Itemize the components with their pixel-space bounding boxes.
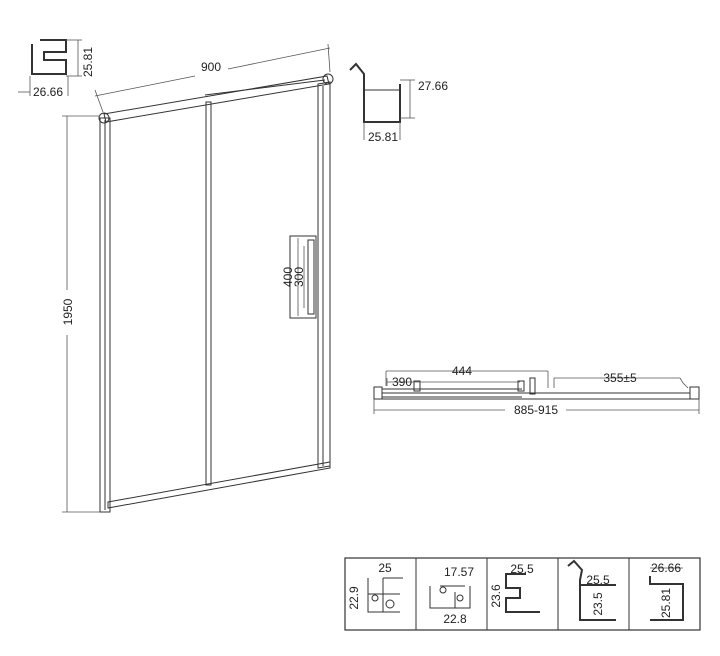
height-label: 1950 xyxy=(61,298,75,325)
total-width-label: 885-915 xyxy=(514,403,558,417)
profile-cell-5: 26.66 25.81 xyxy=(649,561,684,621)
profile-4-height: 23.5 xyxy=(591,592,605,616)
top-left-joint xyxy=(98,112,110,124)
profile-cell-1: 25 22.9 xyxy=(347,561,403,613)
profile-table: 25 22.9 17.57 22.8 25.5 23.6 25.5 23.5 2… xyxy=(344,557,701,631)
opening-label: 355±5 xyxy=(603,371,637,385)
top-left-profile-section: 25.81 26.66 xyxy=(18,39,95,99)
top-right-width: 25.81 xyxy=(368,130,398,144)
top-right-height: 27.66 xyxy=(418,79,448,93)
profile-3-height: 23.6 xyxy=(489,584,503,608)
profile-2-bottom: 22.8 xyxy=(443,612,467,626)
width-label: 900 xyxy=(201,60,221,74)
height-dimension: 1950 xyxy=(61,115,100,513)
width-dimension: 900 xyxy=(94,43,331,113)
top-right-profile-section: 27.66 25.81 xyxy=(349,62,448,144)
right-profile xyxy=(317,81,331,469)
left-profile xyxy=(99,117,111,513)
top-right-joint xyxy=(322,73,334,85)
profile-4-width: 25.5 xyxy=(586,573,610,587)
top-left-width: 26.66 xyxy=(33,85,63,99)
profile-1-width: 25 xyxy=(378,561,392,575)
profile-cell-4: 25.5 23.5 xyxy=(567,559,616,621)
profile-cell-3: 25.5 23.6 xyxy=(489,562,540,613)
panel-divider xyxy=(205,101,212,486)
profile-3-width: 25.5 xyxy=(510,562,534,576)
door-elevation: 400 300 xyxy=(98,73,334,513)
top-left-height: 25.81 xyxy=(81,47,95,77)
handle-dim-300: 300 xyxy=(292,267,306,287)
profile-5-width: 26.66 xyxy=(651,561,681,575)
plan-view: 444 390 355±5 885-915 xyxy=(373,364,700,417)
fixed-panel-label: 390 xyxy=(392,375,412,389)
profile-1-height: 22.9 xyxy=(347,586,361,610)
profile-cell-2: 17.57 22.8 xyxy=(429,565,474,626)
profile-2-top: 17.57 xyxy=(444,565,474,579)
handle-dim-400: 400 xyxy=(281,267,295,287)
profile-5-height: 25.81 xyxy=(659,588,673,618)
handle xyxy=(289,235,317,319)
top-rail xyxy=(103,75,330,123)
bottom-rail xyxy=(107,461,331,509)
overlap-label: 444 xyxy=(452,364,472,378)
